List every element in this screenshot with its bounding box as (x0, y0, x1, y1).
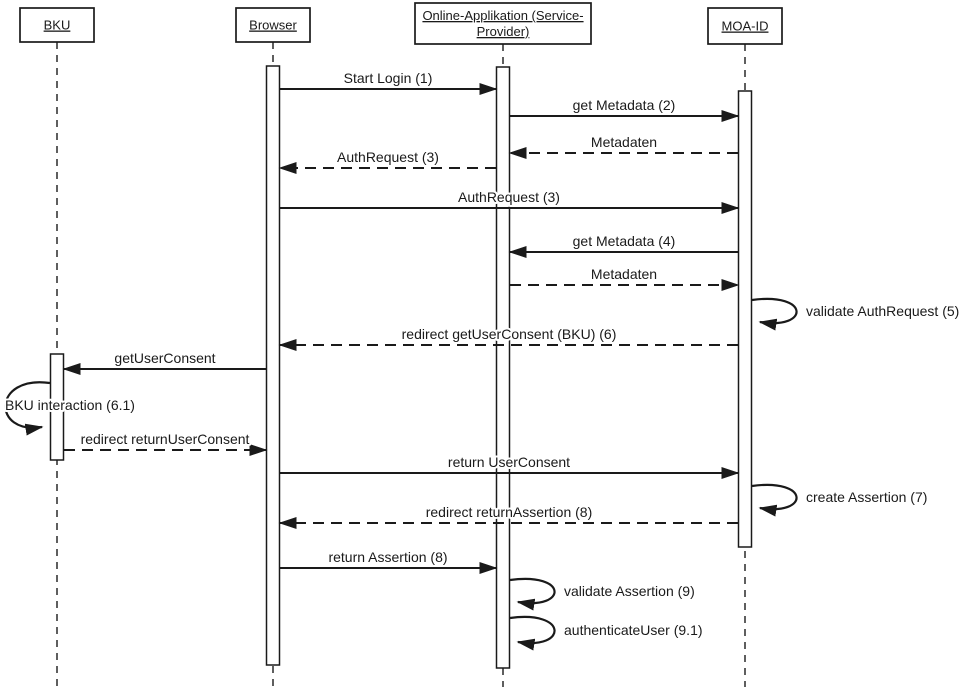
message-label-3: Metadaten (591, 134, 657, 150)
message-label-18: authenticateUser (9.1) (564, 622, 703, 638)
message-label-11: BKU interaction (6.1) (5, 397, 135, 413)
message-label-6: get Metadata (4) (573, 233, 676, 249)
actor-label-moa-id: MOA-ID (722, 19, 769, 34)
message-label-1: Start Login (1) (344, 70, 433, 86)
self-loop-14 (751, 483, 798, 517)
actor-label-online-app: Online-Applikation (Service- (422, 8, 583, 23)
message-label-14: create Assertion (7) (806, 489, 927, 505)
actor-label-browser: Browser (249, 18, 297, 33)
message-label-2: get Metadata (2) (573, 97, 676, 113)
actor-box-online-app (414, 2, 592, 45)
message-label-13: return UserConsent (448, 454, 570, 470)
activation-online-app (495, 66, 511, 669)
self-loop-8 (751, 297, 798, 331)
actor-box-browser (235, 7, 311, 43)
actor-box-moa-id (707, 7, 783, 45)
actor-label-online-app: Provider) (477, 24, 530, 39)
self-loop-11 (4, 381, 51, 436)
message-label-17: validate Assertion (9) (564, 583, 695, 599)
self-loop-18 (509, 615, 556, 651)
message-label-10: getUserConsent (114, 350, 215, 366)
message-label-12: redirect returnUserConsent (81, 431, 250, 447)
actor-label-bku: BKU (44, 18, 71, 33)
actor-box-bku (19, 7, 95, 43)
activation-bku (49, 353, 65, 461)
message-label-4: AuthRequest (3) (337, 149, 439, 165)
activation-browser (265, 65, 281, 666)
self-loop-17 (509, 577, 556, 611)
activation-moa-id (737, 90, 753, 548)
message-label-7: Metadaten (591, 266, 657, 282)
message-label-9: redirect getUserConsent (BKU) (6) (402, 326, 617, 342)
message-label-15: redirect returnAssertion (8) (426, 504, 593, 520)
message-label-5: AuthRequest (3) (458, 189, 560, 205)
message-label-16: return Assertion (8) (328, 549, 447, 565)
message-label-8: validate AuthRequest (5) (806, 303, 959, 319)
